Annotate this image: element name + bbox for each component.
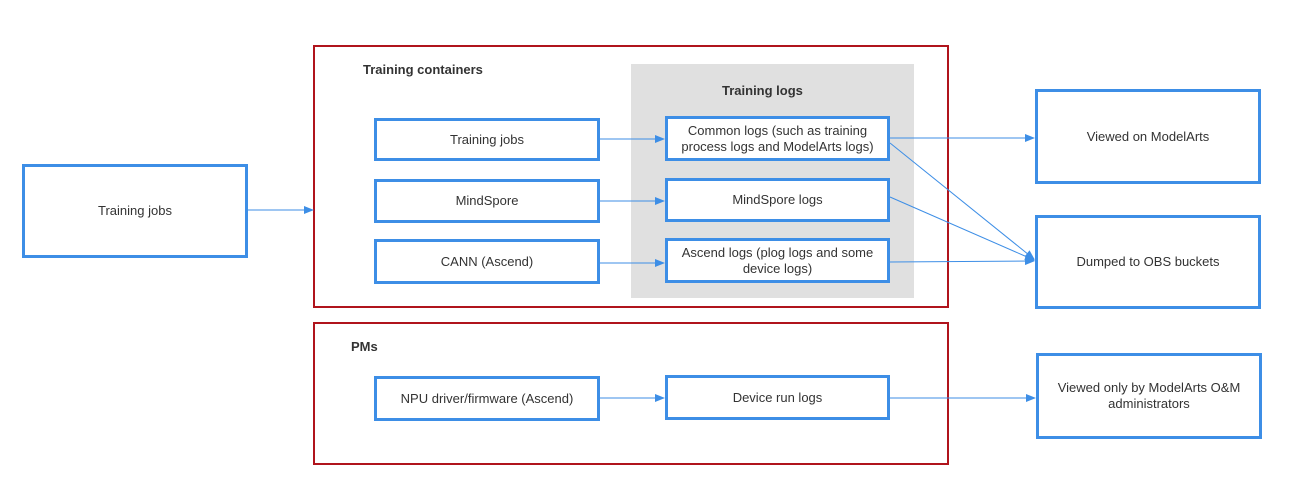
training-containers-title: Training containers xyxy=(363,62,483,77)
ascend-logs-node: Ascend logs (plog logs and some device l… xyxy=(665,238,890,283)
dumped-to-obs-node: Dumped to OBS buckets xyxy=(1035,215,1261,309)
pms-group xyxy=(313,322,949,465)
npu-driver-node: NPU driver/firmware (Ascend) xyxy=(374,376,600,421)
mindspore-node: MindSpore xyxy=(374,179,600,223)
training-jobs-inner-node: Training jobs xyxy=(374,118,600,161)
device-run-logs-node: Device run logs xyxy=(665,375,890,420)
pms-title: PMs xyxy=(351,339,378,354)
viewed-on-modelarts-node: Viewed on ModelArts xyxy=(1035,89,1261,184)
mindspore-logs-node: MindSpore logs xyxy=(665,178,890,222)
training-logs-title: Training logs xyxy=(722,83,803,98)
viewed-by-admins-node: Viewed only by ModelArts O&M administrat… xyxy=(1036,353,1262,439)
common-logs-node: Common logs (such as training process lo… xyxy=(665,116,890,161)
training-jobs-outer-node: Training jobs xyxy=(22,164,248,258)
cann-node: CANN (Ascend) xyxy=(374,239,600,284)
